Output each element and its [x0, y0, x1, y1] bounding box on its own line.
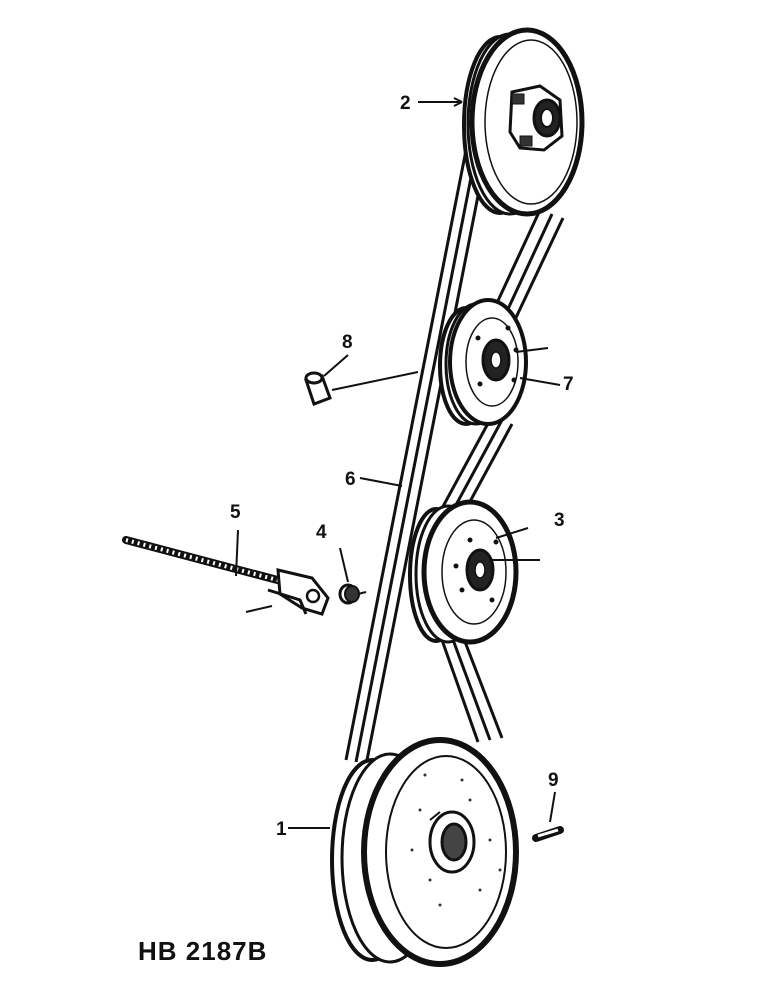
callout-labels: 1 2 3 4 5 6 7 8 9 — [230, 93, 574, 840]
callout-7: 7 — [563, 374, 574, 395]
top-pulley — [462, 27, 585, 217]
upper-idler-pulley — [438, 298, 528, 426]
callout-9: 9 — [548, 770, 559, 791]
spacer-bushing — [304, 371, 332, 406]
callout-leaders — [235, 97, 561, 829]
bottom-drive-pulley — [330, 737, 519, 967]
nut — [338, 583, 360, 605]
callout-8: 8 — [342, 332, 353, 353]
callout-4: 4 — [316, 522, 327, 543]
callout-5: 5 — [230, 502, 241, 523]
lower-idler-pulley — [408, 499, 519, 645]
drive-belt — [344, 139, 565, 766]
callout-6: 6 — [345, 469, 356, 490]
callout-3: 3 — [554, 510, 565, 531]
callout-2: 2 — [400, 93, 411, 114]
callout-1: 1 — [276, 819, 287, 840]
adjusting-rod — [122, 536, 330, 616]
drawing-code: HB 2187B — [138, 936, 267, 966]
pin — [532, 826, 564, 842]
